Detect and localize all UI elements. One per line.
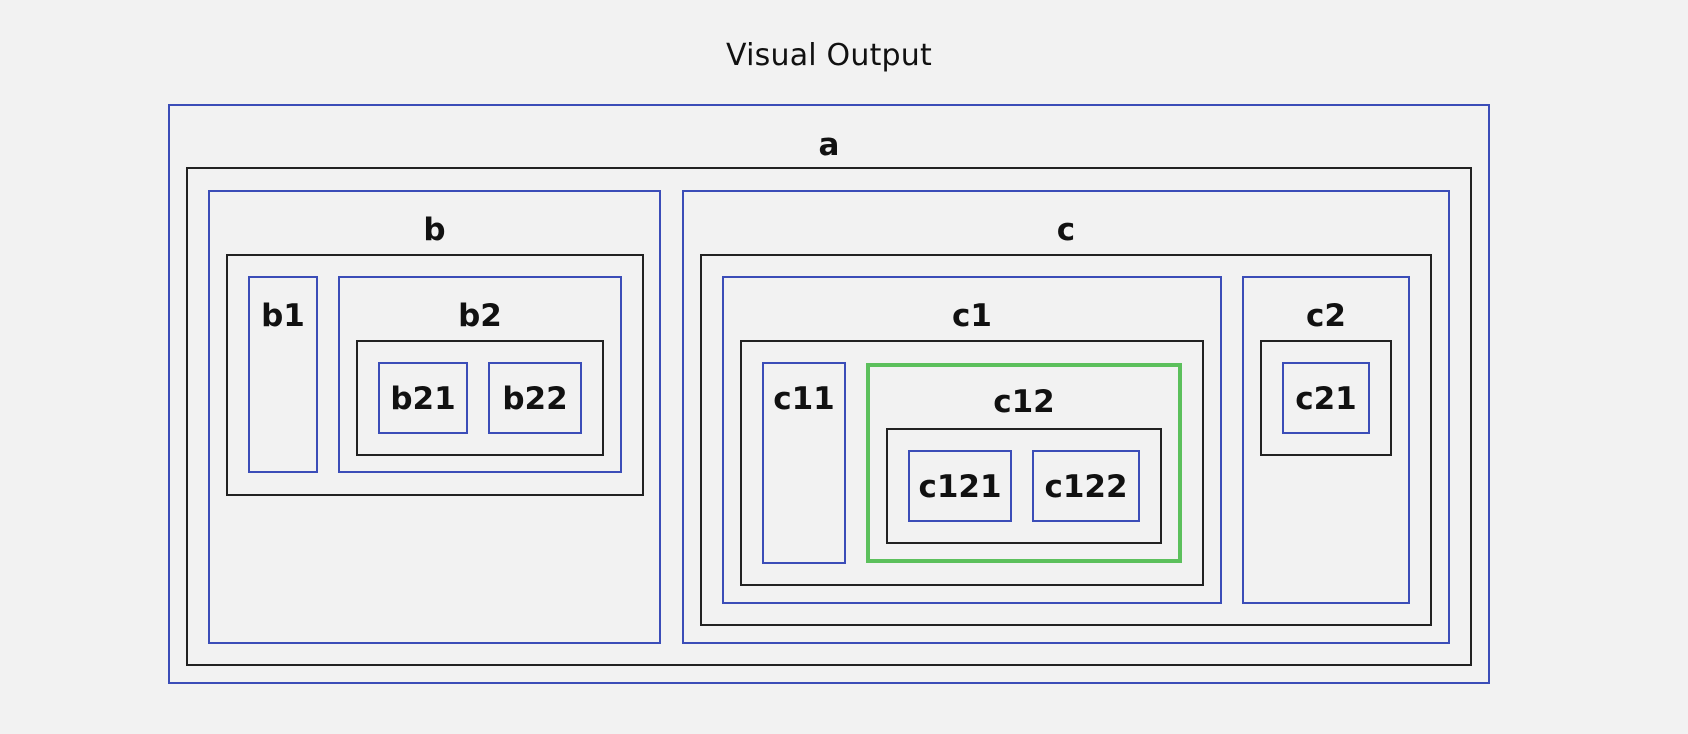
node-c12: c12 [866,363,1182,563]
node-b21: b21 [378,362,468,434]
node-b21-label: b21 [390,381,456,417]
node-c11-label: c11 [773,381,835,417]
node-b2-label: b2 [458,298,502,334]
node-c-children [700,254,1432,626]
node-c21: c21 [1282,362,1370,434]
node-c11: c11 [762,362,846,564]
node-b1: b1 [248,276,318,473]
node-c12-children [886,428,1162,544]
node-c121: c121 [908,450,1012,522]
node-a-label: a [818,127,840,163]
node-c-label: c [1056,212,1076,248]
node-b22-label: b22 [502,381,568,417]
node-c21-label: c21 [1295,381,1357,417]
node-b: b [208,190,661,644]
node-b-label: b [423,212,446,248]
node-c121-label: c121 [918,469,1002,505]
node-b2: b2 [338,276,622,473]
node-c1-children [740,340,1204,586]
node-c122-label: c122 [1044,469,1128,505]
node-a-children [186,167,1472,666]
node-c2-label: c2 [1306,298,1346,334]
node-a: a [168,104,1490,684]
node-c12-label: c12 [993,384,1055,420]
node-b22: b22 [488,362,582,434]
node-b2-children [356,340,604,456]
diagram-title: Visual Output [726,38,932,73]
node-c: c [682,190,1450,644]
node-c1: c1 [722,276,1222,604]
node-c122: c122 [1032,450,1140,522]
node-b1-label: b1 [261,298,305,334]
node-b-children [226,254,644,496]
node-c2: c2 [1242,276,1410,604]
node-c1-label: c1 [952,298,992,334]
node-c2-children [1260,340,1392,456]
